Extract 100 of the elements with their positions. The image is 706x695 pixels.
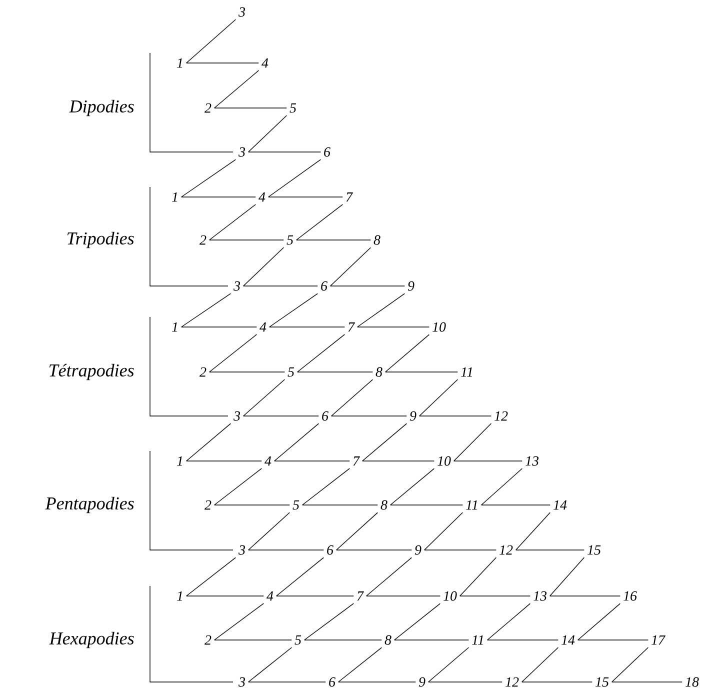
number: 1 (177, 591, 182, 601)
line (186, 19, 236, 64)
line (362, 460, 434, 462)
line (362, 423, 407, 462)
line (480, 504, 550, 506)
line (338, 647, 382, 682)
number: 3 (234, 411, 240, 421)
line (181, 196, 256, 198)
line (424, 512, 464, 550)
line (269, 293, 318, 328)
line (366, 557, 412, 596)
number: 5 (290, 103, 296, 113)
number: 9 (418, 677, 426, 687)
number: 11 (472, 635, 483, 645)
number: 12 (494, 411, 508, 421)
number: 6 (329, 677, 336, 687)
line (214, 603, 264, 640)
line (268, 159, 321, 198)
number: 2 (200, 235, 206, 245)
number: 3 (238, 147, 246, 157)
line (248, 512, 290, 550)
line (181, 159, 236, 198)
line (186, 460, 262, 462)
number: 18 (686, 677, 699, 687)
line (302, 468, 350, 506)
number: 3 (238, 545, 246, 555)
number: 10 (444, 591, 457, 601)
number: 7 (346, 192, 353, 202)
number: 13 (526, 456, 539, 466)
number: 9 (414, 545, 422, 555)
number: 5 (288, 367, 294, 377)
line (214, 504, 290, 506)
number: 3 (234, 281, 240, 291)
number: 1 (177, 456, 182, 466)
line (460, 557, 496, 596)
line (331, 379, 373, 416)
number: 6 (321, 281, 328, 291)
number: 12 (500, 545, 513, 555)
number: 10 (432, 322, 446, 332)
line (297, 334, 345, 372)
number: 4 (264, 456, 272, 466)
line (214, 468, 262, 506)
number: 10 (438, 456, 451, 466)
number: 4 (262, 58, 268, 68)
number: 3 (238, 677, 246, 687)
number: 17 (652, 635, 666, 645)
line (269, 326, 345, 328)
number: 8 (384, 635, 392, 645)
line (268, 196, 343, 198)
line (419, 379, 458, 416)
number: 2 (204, 635, 212, 645)
line (248, 647, 292, 682)
number: 9 (410, 411, 416, 421)
number: 6 (327, 545, 334, 555)
number: 8 (380, 500, 388, 510)
number: 2 (204, 103, 212, 113)
line (612, 647, 648, 682)
line (214, 70, 259, 108)
number: 6 (324, 147, 330, 157)
number: 7 (348, 322, 355, 332)
number: 14 (554, 500, 567, 510)
number: 9 (408, 281, 414, 291)
number: 4 (258, 192, 266, 202)
number: 7 (353, 456, 360, 466)
number: 7 (357, 591, 364, 601)
line (186, 557, 236, 596)
line (302, 504, 378, 506)
line (428, 647, 470, 682)
number: 2 (204, 500, 212, 510)
number: 11 (461, 367, 472, 377)
line (243, 247, 284, 286)
line (186, 62, 259, 64)
number: 1 (172, 192, 177, 202)
number: 1 (177, 58, 182, 68)
group-label: Dipodies (69, 100, 134, 116)
line (336, 512, 378, 550)
line (522, 647, 558, 682)
line (578, 603, 620, 640)
number: 11 (466, 500, 477, 510)
line (394, 603, 440, 640)
line (276, 557, 324, 596)
number: 6 (322, 411, 328, 421)
line (274, 423, 319, 462)
number: 1 (172, 322, 177, 332)
line (516, 512, 550, 550)
number: 16 (624, 591, 637, 601)
line (385, 334, 430, 372)
number: 2 (200, 367, 206, 377)
line (454, 423, 492, 462)
group-label: Pentapodies (45, 496, 134, 514)
number: 5 (294, 635, 302, 645)
line (454, 460, 522, 462)
line (550, 557, 584, 596)
line (357, 293, 405, 328)
number: 8 (374, 235, 380, 245)
number: 15 (588, 545, 601, 555)
number: 13 (534, 591, 547, 601)
line (181, 326, 257, 328)
number: 4 (260, 322, 266, 332)
line (243, 379, 285, 416)
